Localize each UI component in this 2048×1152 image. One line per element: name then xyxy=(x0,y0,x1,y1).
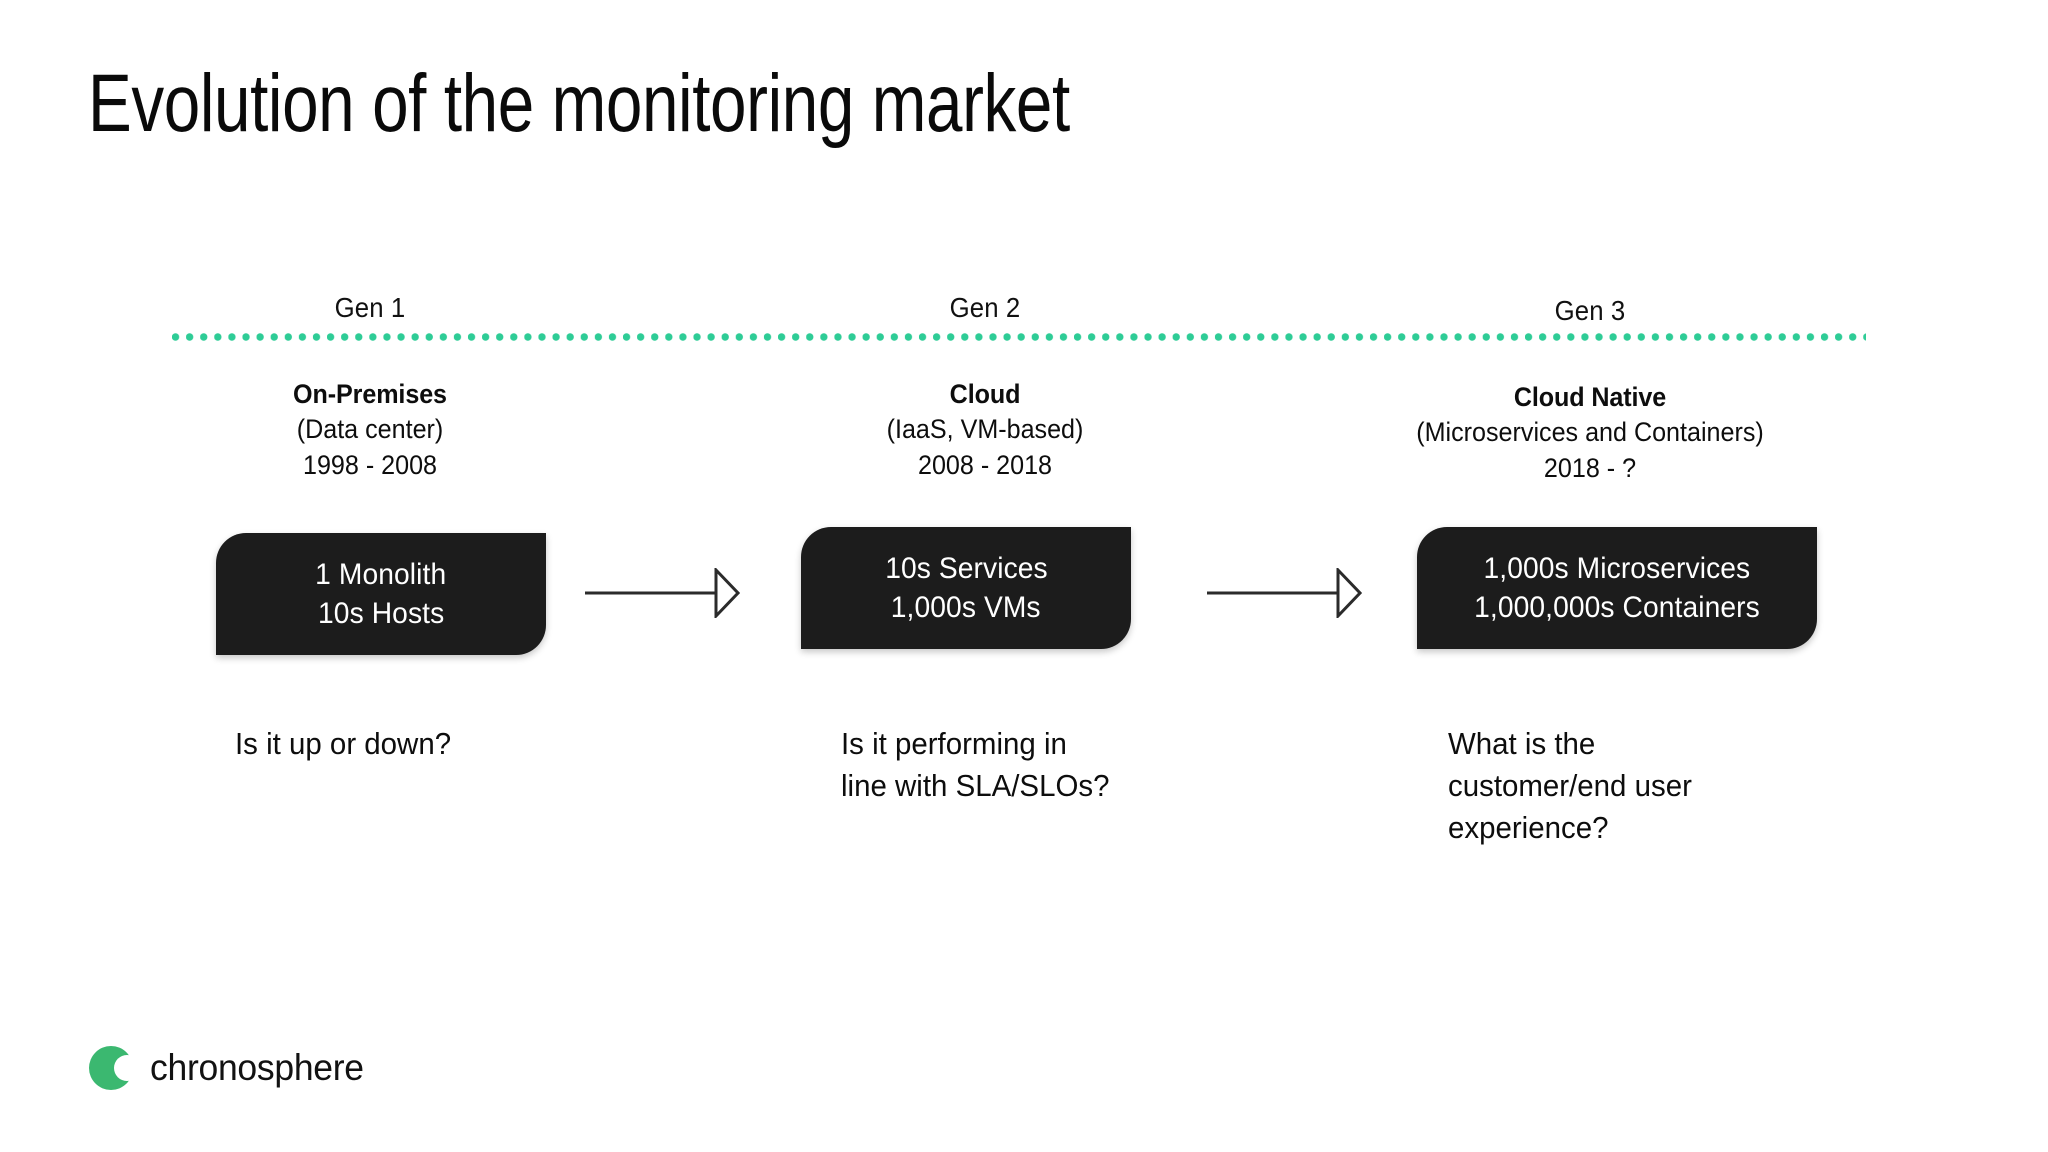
chronosphere-logo: chronosphere xyxy=(89,1046,373,1090)
gen-years-3: 2018 - ? xyxy=(1543,452,1637,483)
question-gen-2: Is it performing in line with SLA/SLOs? xyxy=(841,726,1110,804)
scale-box-1-line-2: 10s Hosts xyxy=(317,597,445,630)
gen-name-2: Cloud xyxy=(949,379,1021,409)
scale-box-gen-1: 1 Monolith 10s Hosts xyxy=(216,533,546,655)
gen-subtitle-1: (Data center) xyxy=(296,414,444,445)
gen-label-3: Gen 3 xyxy=(1554,295,1626,326)
arrow-right-icon xyxy=(585,568,740,618)
scale-box-2-line-2: 1,000s VMs xyxy=(891,591,1041,624)
gen-years-2: 2008 - 2018 xyxy=(917,449,1053,480)
page-title: Evolution of the monitoring market xyxy=(88,58,1070,149)
gen-description-1: On-Premises (Data center) 1998 - 2008 xyxy=(119,378,621,482)
scale-box-gen-2: 10s Services 1,000s VMs xyxy=(801,527,1131,649)
gen-label-2: Gen 2 xyxy=(949,292,1021,323)
gen-subtitle-3: (Microservices and Containers) xyxy=(1416,417,1764,448)
gen-years-1: 1998 - 2008 xyxy=(302,449,438,480)
gen-label-1: Gen 1 xyxy=(334,292,406,323)
gen-description-3: Cloud Native (Microservices and Containe… xyxy=(1311,381,1869,485)
gen-name-1: On-Premises xyxy=(293,379,447,409)
gen-subtitle-2: (IaaS, VM-based) xyxy=(886,414,1084,445)
question-gen-1: Is it up or down? xyxy=(235,726,452,761)
gen-description-2: Cloud (IaaS, VM-based) 2008 - 2018 xyxy=(734,378,1236,482)
arrow-right-icon xyxy=(1207,568,1362,618)
chronosphere-wordmark: chronosphere xyxy=(150,1047,364,1088)
question-gen-3: What is the customer/end user experience… xyxy=(1448,726,1692,846)
scale-box-1-line-1: 1 Monolith xyxy=(315,558,447,591)
scale-box-3-line-1: 1,000s Microservices xyxy=(1483,552,1751,585)
gen-name-3: Cloud Native xyxy=(1513,382,1667,412)
scale-box-2-line-1: 10s Services xyxy=(884,552,1048,585)
timeline-dotted-rule xyxy=(172,332,1866,342)
scale-box-3-line-2: 1,000,000s Containers xyxy=(1474,591,1760,624)
scale-box-gen-3: 1,000s Microservices 1,000,000s Containe… xyxy=(1417,527,1817,649)
chronosphere-mark-icon xyxy=(89,1046,133,1090)
